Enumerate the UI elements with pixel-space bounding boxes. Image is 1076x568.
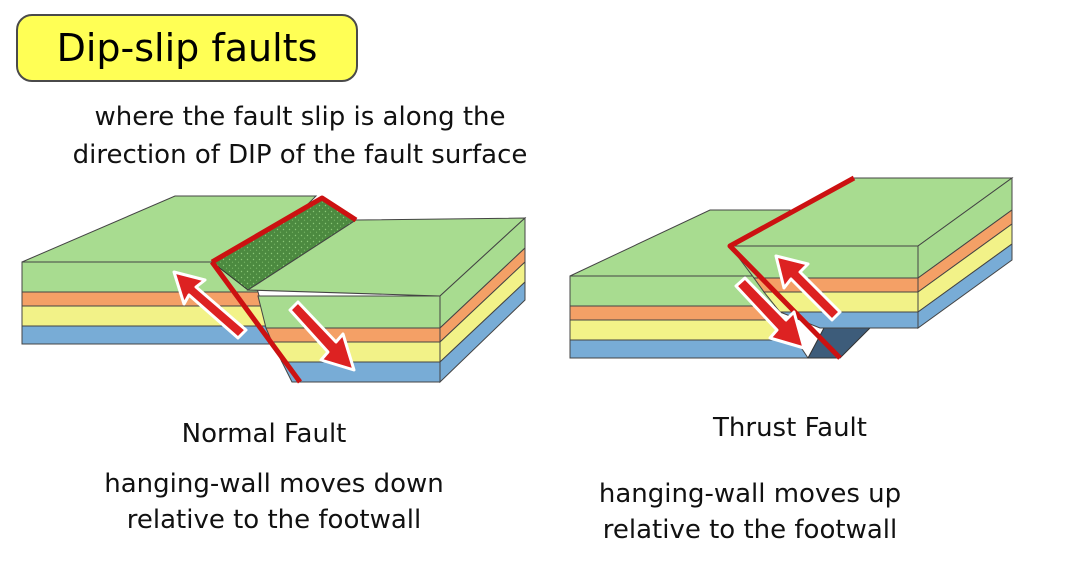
thrust-arrow-up-icon (774, 254, 842, 322)
title-box: Dip-slip faults (16, 14, 358, 82)
thrust-fault-trace (727, 175, 856, 360)
normal-fault-trace (210, 195, 358, 265)
layer-blue-side (917, 243, 1013, 329)
thrust-arrow-down-icon (734, 276, 806, 350)
normal-fault-desc-line-2: relative to the footwall (126, 505, 422, 535)
layer-orange (569, 305, 785, 321)
thrust-fault-desc-line-1: hanging-wall moves up (598, 479, 902, 509)
subtitle-line-2: direction of DIP of the fault surface (72, 140, 528, 170)
normal-arrow-up-icon (172, 270, 248, 340)
normal-fault-block (21, 195, 527, 384)
normal-fault-desc-line-1: hanging-wall moves down (104, 469, 444, 499)
normal-fault-trace-front (209, 260, 303, 384)
layer-blue-front (281, 361, 441, 383)
layer-orange-front (265, 327, 441, 343)
thrust-hanging-wall (729, 177, 1014, 329)
layer-blue (569, 339, 809, 359)
subtitle: where the fault slip is along the direct… (20, 98, 580, 174)
normal-fault-label: Normal Fault (181, 419, 347, 449)
layer-blue-side (439, 280, 526, 384)
layer-yellow-front (271, 341, 441, 363)
thrust-fault-desc-line-2: relative to the footwall (602, 515, 898, 545)
normal-arrow-down-icon (288, 300, 356, 372)
layer-yellow (569, 319, 797, 341)
thrust-footwall (569, 209, 872, 359)
diagram-title: Dip-slip faults (56, 26, 318, 70)
layer-orange (21, 291, 263, 307)
thrust-fault-label: Thrust Fault (713, 413, 867, 443)
subtitle-line-1: where the fault slip is along the (94, 102, 506, 132)
thrust-fault-description: hanging-wall moves up relative to the fo… (560, 476, 940, 548)
normal-fault-description: hanging-wall moves down relative to the … (64, 466, 484, 538)
layer-green-front (257, 295, 441, 329)
normal-hanging-wall (246, 216, 527, 384)
layer-blue (21, 325, 291, 345)
thrust-fault-block (569, 175, 1014, 360)
layer-orange-front (753, 277, 919, 293)
